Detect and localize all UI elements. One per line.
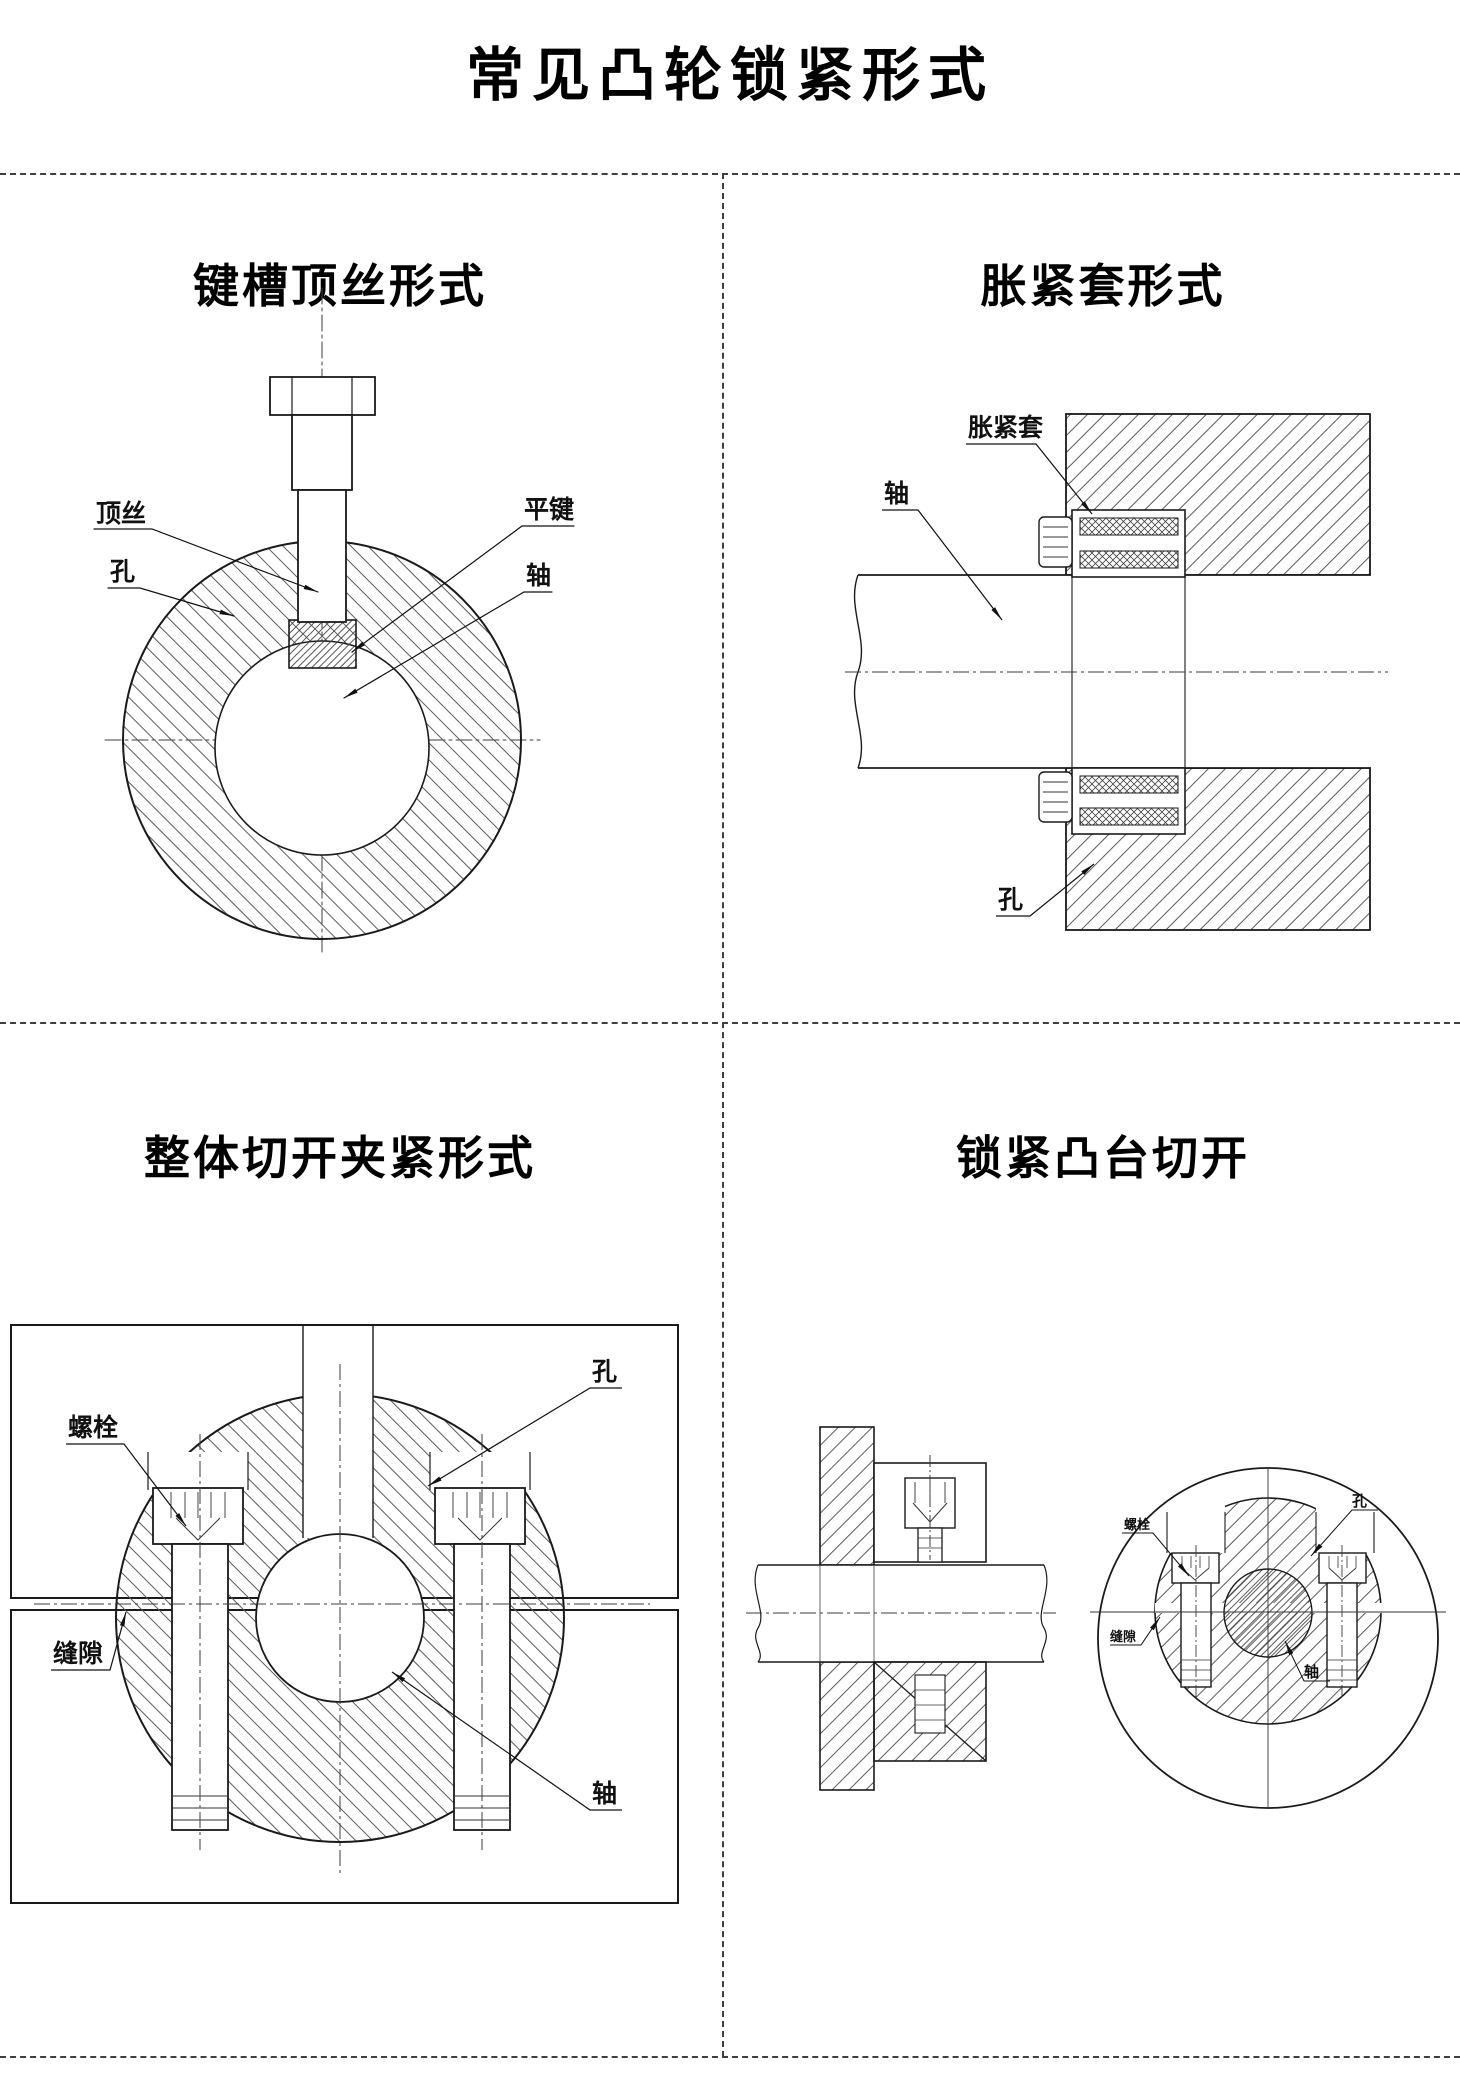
br-cam-plate-upper <box>819 1426 875 1566</box>
quadrant-title-keyway-setscrew: 键槽顶丝形式 <box>193 260 487 312</box>
tl-bore-hole <box>214 640 430 856</box>
br-bolt-right-front <box>1318 1545 1367 1700</box>
label-gap-bl: 缝隙 <box>53 1639 103 1668</box>
label-hole-bl: 孔 <box>592 1358 617 1386</box>
tr-screw-bottom <box>1038 771 1073 823</box>
quadrant-title-expansion-sleeve: 胀紧套形式 <box>980 260 1226 312</box>
label-shaft-bl: 轴 <box>592 1779 617 1808</box>
diagram-lug-cut-front: 螺栓 孔 缝隙 轴 <box>1090 1467 1446 1809</box>
diagram-lug-cut-section <box>746 1426 1056 1791</box>
br-cam-plate-lower <box>819 1661 875 1791</box>
label-shaft-tr: 轴 <box>884 479 909 508</box>
label-hole-tr: 孔 <box>998 886 1023 914</box>
label-set-screw: 顶丝 <box>96 500 146 528</box>
br-lug-lower <box>873 1661 987 1762</box>
divider-horizontal-middle <box>0 1022 1460 1024</box>
divider-vertical <box>722 173 724 2057</box>
label-shaft-tl: 轴 <box>526 561 551 590</box>
quadrant-title-split-clamp: 整体切开夹紧形式 <box>144 1132 536 1184</box>
divider-horizontal-bottom <box>0 2056 1460 2058</box>
tl-set-screw <box>269 376 376 623</box>
divider-horizontal-top <box>0 173 1460 175</box>
quadrant-title-lug-cut: 锁紧凸台切开 <box>956 1132 1250 1184</box>
tr-sleeve-bottom <box>1038 767 1186 835</box>
tr-sleeve-top <box>1038 509 1186 578</box>
bl-bolt-left <box>147 1434 249 1850</box>
br-counterbores <box>1166 1506 1375 1553</box>
label-expansion-sleeve: 胀紧套 <box>968 414 1044 442</box>
tl-flat-key <box>288 619 357 669</box>
diagram-split-clamp: 螺栓 缝隙 孔 轴 <box>10 1324 679 1904</box>
br-lug-upper <box>873 1455 987 1563</box>
diagram-keyway-setscrew: 顶丝 孔 平键 轴 <box>93 287 575 956</box>
label-hole-br: 孔 <box>1352 1493 1367 1510</box>
br-leaders <box>1110 1509 1378 1682</box>
bl-cut-slot <box>302 1325 374 1538</box>
tr-screw-top <box>1038 516 1073 568</box>
label-bolt-br: 螺栓 <box>1124 1517 1150 1532</box>
tl-leaders <box>93 525 575 699</box>
bl-centerlines <box>34 1364 650 1876</box>
bl-leaders <box>51 1387 622 1811</box>
bl-bolt-right <box>429 1434 531 1850</box>
label-shaft-br: 轴 <box>1304 1663 1319 1681</box>
label-gap-br: 缝隙 <box>1110 1629 1136 1644</box>
label-bolt-bl: 螺栓 <box>68 1414 118 1442</box>
br-front-centerlines <box>1090 1468 1446 1808</box>
label-hole-tl: 孔 <box>110 558 135 586</box>
label-flat-key: 平键 <box>524 495 574 524</box>
page-title: 常见凸轮锁紧形式 <box>465 43 994 108</box>
diagram-expansion-sleeve: 胀紧套 轴 孔 <box>845 413 1388 931</box>
tr-leaders <box>882 443 1095 917</box>
